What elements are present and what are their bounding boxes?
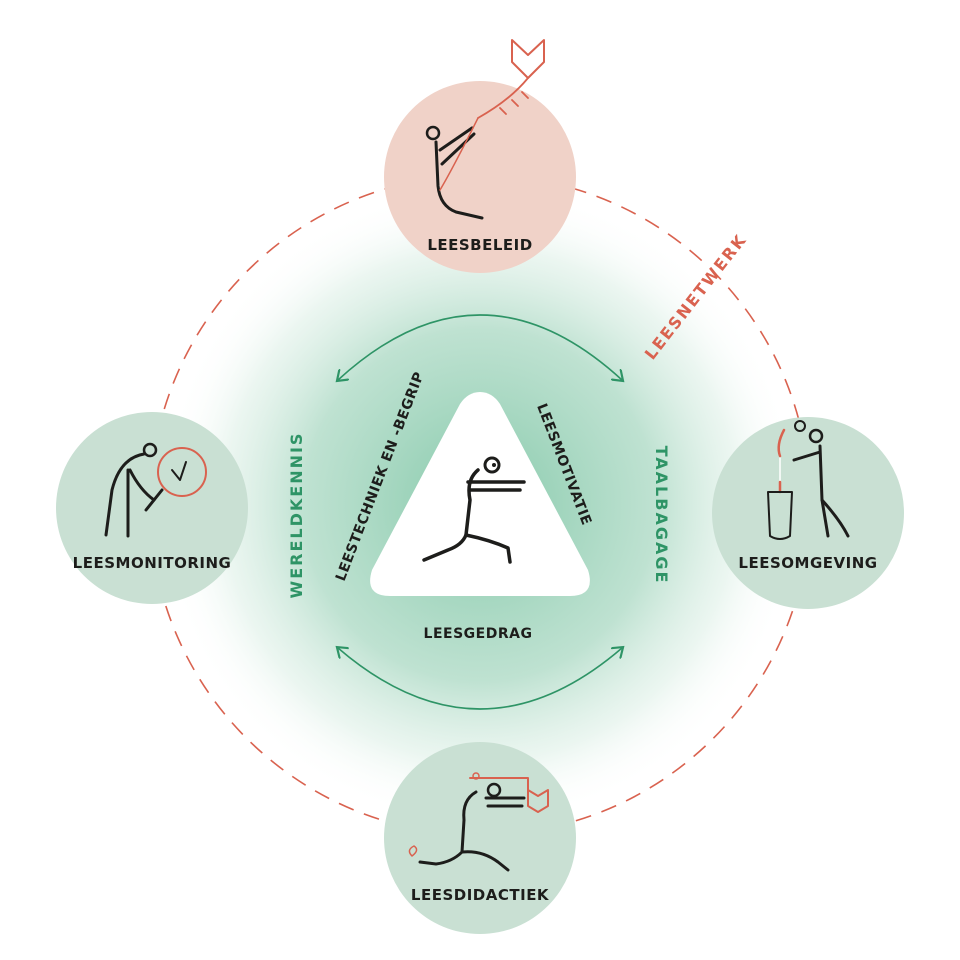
- node-label-right: LEESOMGEVING: [738, 554, 877, 572]
- node-circle-bottom: [384, 742, 576, 934]
- node-label-left: LEESMONITORING: [73, 554, 232, 572]
- node-circle-top: [384, 81, 576, 273]
- side-label-left: WERELDKENNIS: [287, 432, 306, 599]
- figure-magnifying-glass-icon: [104, 442, 207, 538]
- bottom-arc-arrow: [338, 648, 622, 710]
- top-arc-arrow: [338, 314, 622, 380]
- node-circle-right: [712, 417, 904, 609]
- node-label-bottom: LEESDIDACTIEK: [411, 886, 550, 904]
- figure-watering-plant-book-icon: [767, 420, 850, 540]
- triangle-label-bottom: LEESGEDRAG: [424, 626, 533, 642]
- figure-flying-book-kite-icon: [425, 39, 545, 220]
- node-label-top: LEESBELEID: [427, 236, 532, 254]
- node-circle-left: [56, 412, 248, 604]
- center-triangle: [370, 392, 590, 596]
- figure-running-book-icon: [408, 772, 549, 872]
- side-label-right: TAALBAGAGE: [652, 446, 671, 585]
- figure-running-reader-icon: [422, 456, 526, 564]
